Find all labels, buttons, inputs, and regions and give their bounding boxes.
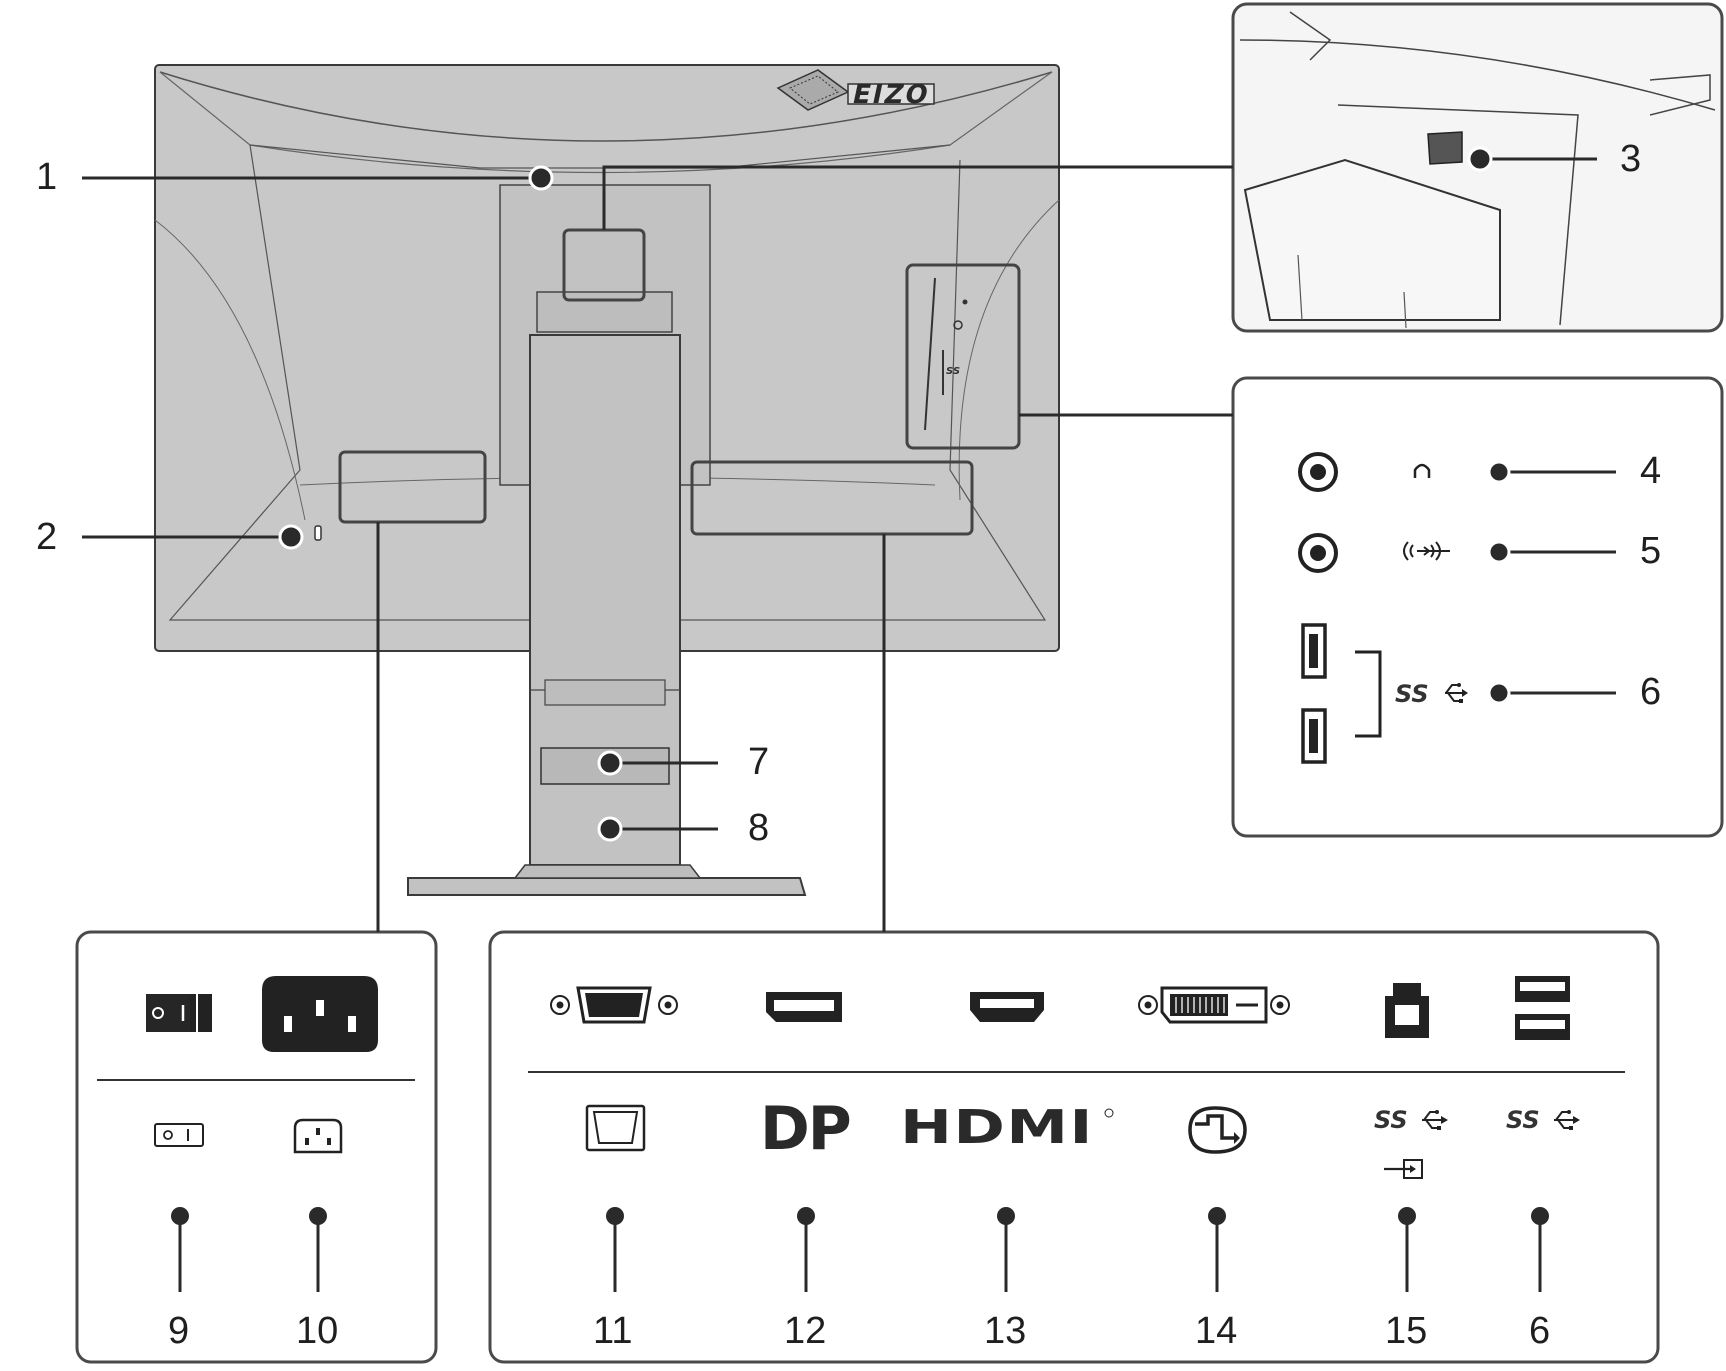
callout-1: 1 bbox=[36, 156, 58, 198]
displayport-label: DP bbox=[760, 1094, 852, 1164]
usb-ss-label-downstream: SS bbox=[1506, 1106, 1540, 1134]
dsub-port-icon bbox=[550, 986, 678, 1024]
callout-7: 7 bbox=[748, 741, 770, 783]
callout-2: 2 bbox=[36, 516, 58, 558]
callout-14: 14 bbox=[1195, 1310, 1238, 1352]
callout-8: 8 bbox=[748, 807, 770, 849]
eizo-logo-text: EIZO bbox=[849, 80, 933, 110]
hdmi-label: HDMI bbox=[900, 1100, 1094, 1154]
side-port-strip bbox=[924, 277, 968, 431]
usb-port-icon bbox=[1301, 708, 1327, 764]
highlight-box-power-ports bbox=[338, 450, 487, 524]
usb-ss-label-side: SS bbox=[1395, 680, 1429, 708]
line-in-symbol-icon bbox=[1403, 541, 1450, 561]
callout-11: 11 bbox=[593, 1310, 633, 1352]
callout-10: 10 bbox=[296, 1310, 339, 1352]
panel-signal bbox=[488, 930, 1660, 1364]
ac-inlet-icon bbox=[262, 976, 378, 1052]
usb-ss-label-strip: SS bbox=[946, 366, 961, 377]
stand bbox=[407, 334, 807, 896]
usb-a-ports-icon bbox=[1515, 976, 1570, 1040]
callout-3: 3 bbox=[1620, 138, 1642, 180]
usb-b-port-icon bbox=[1385, 983, 1429, 1038]
dvi-port-icon bbox=[1138, 986, 1290, 1024]
inset-side-ports bbox=[1231, 376, 1724, 838]
callout-13: 13 bbox=[984, 1310, 1027, 1352]
power-switch-symbol-icon bbox=[154, 1123, 204, 1147]
power-switch-icon bbox=[146, 994, 212, 1032]
usb-ss-label-upstream: SS bbox=[1374, 1106, 1408, 1134]
leader-lines bbox=[82, 146, 1616, 1292]
dvi-symbol-icon bbox=[1188, 1106, 1247, 1154]
usb-downstream-symbol-icon bbox=[1554, 1110, 1580, 1130]
headphone-jack-icon bbox=[1298, 452, 1338, 492]
usb-upstream-symbol-icon bbox=[1384, 1110, 1448, 1179]
callout-4: 4 bbox=[1640, 450, 1662, 492]
callout-6-rear: 6 bbox=[1529, 1310, 1551, 1352]
hdmi-port-icon bbox=[970, 992, 1044, 1022]
callout-12: 12 bbox=[784, 1310, 827, 1352]
panel-power bbox=[75, 930, 438, 1364]
headphone-symbol-icon bbox=[1413, 463, 1431, 478]
callout-15: 15 bbox=[1385, 1310, 1428, 1352]
ac-inlet-symbol-icon bbox=[293, 1118, 343, 1154]
callout-5: 5 bbox=[1640, 530, 1662, 572]
highlight-box-side-ports bbox=[905, 263, 1021, 450]
highlight-box-signal-ports bbox=[690, 460, 974, 536]
line-in-jack-icon bbox=[1298, 533, 1338, 573]
eizo-logo bbox=[776, 69, 935, 111]
usb-superspeed-symbol-icon bbox=[1445, 683, 1468, 703]
displayport-port-icon bbox=[766, 992, 842, 1022]
dsub-symbol-icon bbox=[585, 1104, 646, 1152]
usb-port-icon bbox=[1301, 623, 1327, 679]
callout-9: 9 bbox=[168, 1310, 190, 1352]
callout-6-side: 6 bbox=[1640, 671, 1662, 713]
